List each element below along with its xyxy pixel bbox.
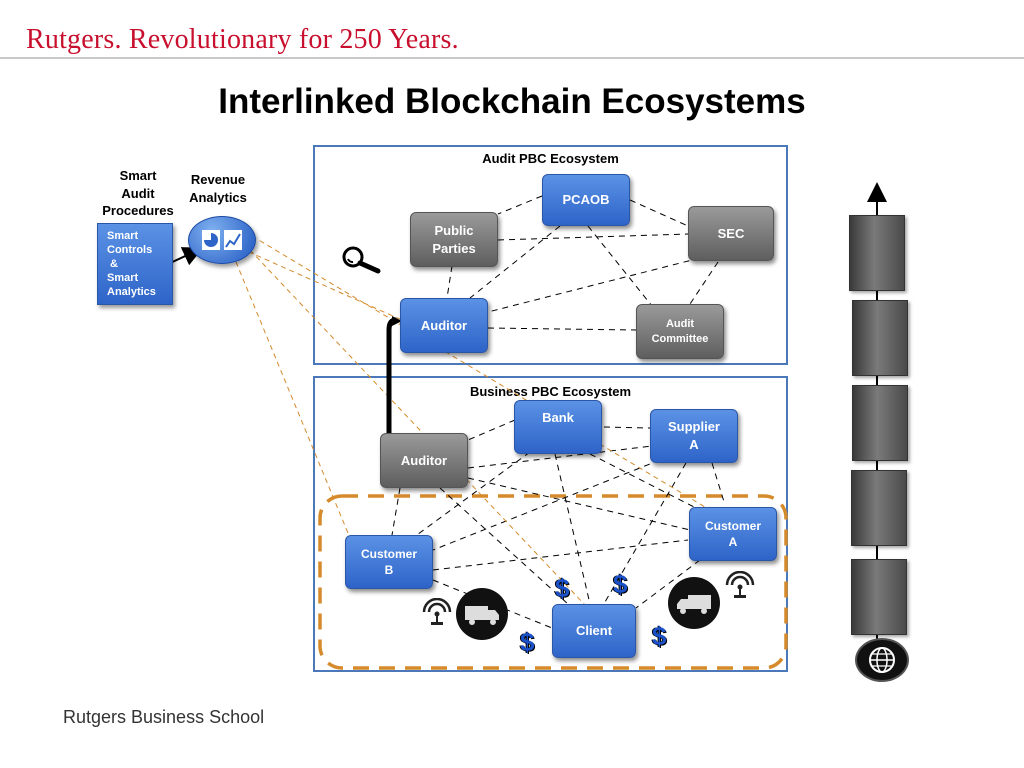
- node-label: Auditor: [420, 317, 468, 333]
- revenue-analytics-label: Revenue Analytics: [180, 171, 256, 206]
- wireless-icon: [723, 570, 757, 606]
- label-line: Revenue: [190, 172, 246, 187]
- link-auditor-client: [439, 487, 569, 605]
- slide-title: Interlinked Blockchain Ecosystems: [218, 82, 806, 121]
- node-label: Public: [434, 222, 474, 238]
- dollar-icon: $: [555, 573, 570, 603]
- label-line: Smart: [119, 168, 157, 183]
- link-pcaob-auditor: [469, 225, 561, 299]
- node-label: Client: [575, 623, 613, 639]
- business-ecosystem-title: Business PBC Ecosystem: [469, 384, 632, 399]
- box-line: Smart: [107, 230, 139, 242]
- bank-node[interactable]: Bank: [514, 400, 602, 454]
- link-pcaob-public: [497, 195, 543, 215]
- link-pcaob-committee: [587, 225, 653, 307]
- link-sec-auditor: [487, 257, 701, 313]
- smart-audit-procedures-label: Smart Audit Procedures: [94, 167, 182, 220]
- link-supplier-customera: [711, 462, 726, 506]
- node-label: A: [728, 535, 738, 549]
- truck-icon: [668, 577, 720, 629]
- link-supplier-client: [604, 462, 687, 603]
- link-bank-customera: [589, 453, 701, 511]
- dollar-icon: $: [520, 627, 535, 657]
- link-supplier-customerb: [432, 459, 661, 551]
- node-label: Customer: [704, 518, 761, 533]
- pcaob-node[interactable]: PCAOB: [542, 174, 630, 226]
- analytics-link-auditor: [239, 247, 403, 321]
- label-line: Analytics: [189, 189, 247, 205]
- client-node[interactable]: Client: [552, 604, 636, 658]
- link-bank-auditor: [467, 419, 516, 441]
- smart-controls-box[interactable]: Smart Controls & Smart Analytics: [97, 223, 173, 305]
- link-customerb-customera: [432, 539, 689, 571]
- audit-committee-node[interactable]: Audit Committee: [636, 304, 724, 359]
- audit-auditor-node[interactable]: Auditor: [400, 298, 488, 353]
- link-bank-supplier: [603, 426, 651, 429]
- analytics-link-client: [249, 249, 586, 606]
- customer-region-dashed: [318, 494, 788, 670]
- node-label: Customer: [360, 546, 417, 561]
- link-bank-client: [554, 453, 591, 605]
- box-line: Controls: [107, 244, 153, 256]
- dollar-icon: $: [652, 621, 667, 651]
- analytics-link-customera: [251, 235, 711, 511]
- link-auditor-supplier: [467, 445, 653, 469]
- link-auditor-customerb: [391, 487, 401, 536]
- node-label: Parties: [432, 240, 476, 256]
- node-label: Audit: [665, 317, 695, 330]
- sec-node[interactable]: SEC: [688, 206, 774, 261]
- analytics-link-customerb: [235, 261, 351, 539]
- chain-block-icon: [852, 300, 908, 376]
- business-auditor-node[interactable]: Auditor: [380, 433, 468, 488]
- dollar-icon: $: [613, 569, 628, 599]
- node-label: Bank: [542, 410, 574, 425]
- chain-block-icon: [851, 470, 907, 546]
- auditor-link-arrow: [386, 317, 397, 436]
- link-auditor-customera: [467, 477, 691, 531]
- box-line: Smart: [107, 272, 139, 284]
- box-line: Analytics: [107, 286, 156, 298]
- link-pcaob-sec: [629, 199, 689, 227]
- link-bank-customerb: [409, 451, 531, 541]
- chain-block-icon: [849, 215, 905, 291]
- header-rule: [0, 57, 1024, 59]
- label-line: Procedures: [102, 203, 174, 219]
- node-label: Auditor: [400, 452, 448, 468]
- node-label: PCAOB: [562, 192, 610, 208]
- magnifier-icon: [340, 243, 382, 280]
- node-label: SEC: [717, 225, 745, 241]
- box-line: &: [107, 258, 118, 270]
- supplier-a-node[interactable]: Supplier A: [650, 409, 738, 463]
- audit-ecosystem-title: Audit PBC Ecosystem: [482, 151, 619, 166]
- public-parties-node[interactable]: Public Parties: [410, 212, 498, 267]
- node-label: Supplier: [667, 419, 720, 435]
- node-label: Committee: [651, 332, 709, 345]
- node-label: B: [384, 563, 394, 577]
- customer-a-node[interactable]: Customer A: [689, 507, 777, 561]
- link-public-auditor: [446, 265, 453, 299]
- label-line: Audit: [121, 185, 155, 201]
- analytics-icon[interactable]: [188, 216, 256, 264]
- footer-text: Rutgers Business School: [63, 707, 265, 727]
- link-auditor-committee: [487, 327, 637, 331]
- link-customera-client: [635, 559, 701, 609]
- link-sec-committee: [689, 261, 719, 305]
- node-label: A: [689, 437, 699, 452]
- chain-block-icon: [851, 559, 907, 635]
- truck-icon: [456, 588, 508, 640]
- wireless-icon: [420, 597, 454, 633]
- globe-icon: [855, 638, 909, 682]
- chain-block-icon: [852, 385, 908, 461]
- customer-b-node[interactable]: Customer B: [345, 535, 433, 589]
- link-public-sec: [497, 233, 689, 241]
- rutgers-brand: Rutgers. Revolutionary for 250 Years.: [26, 24, 459, 55]
